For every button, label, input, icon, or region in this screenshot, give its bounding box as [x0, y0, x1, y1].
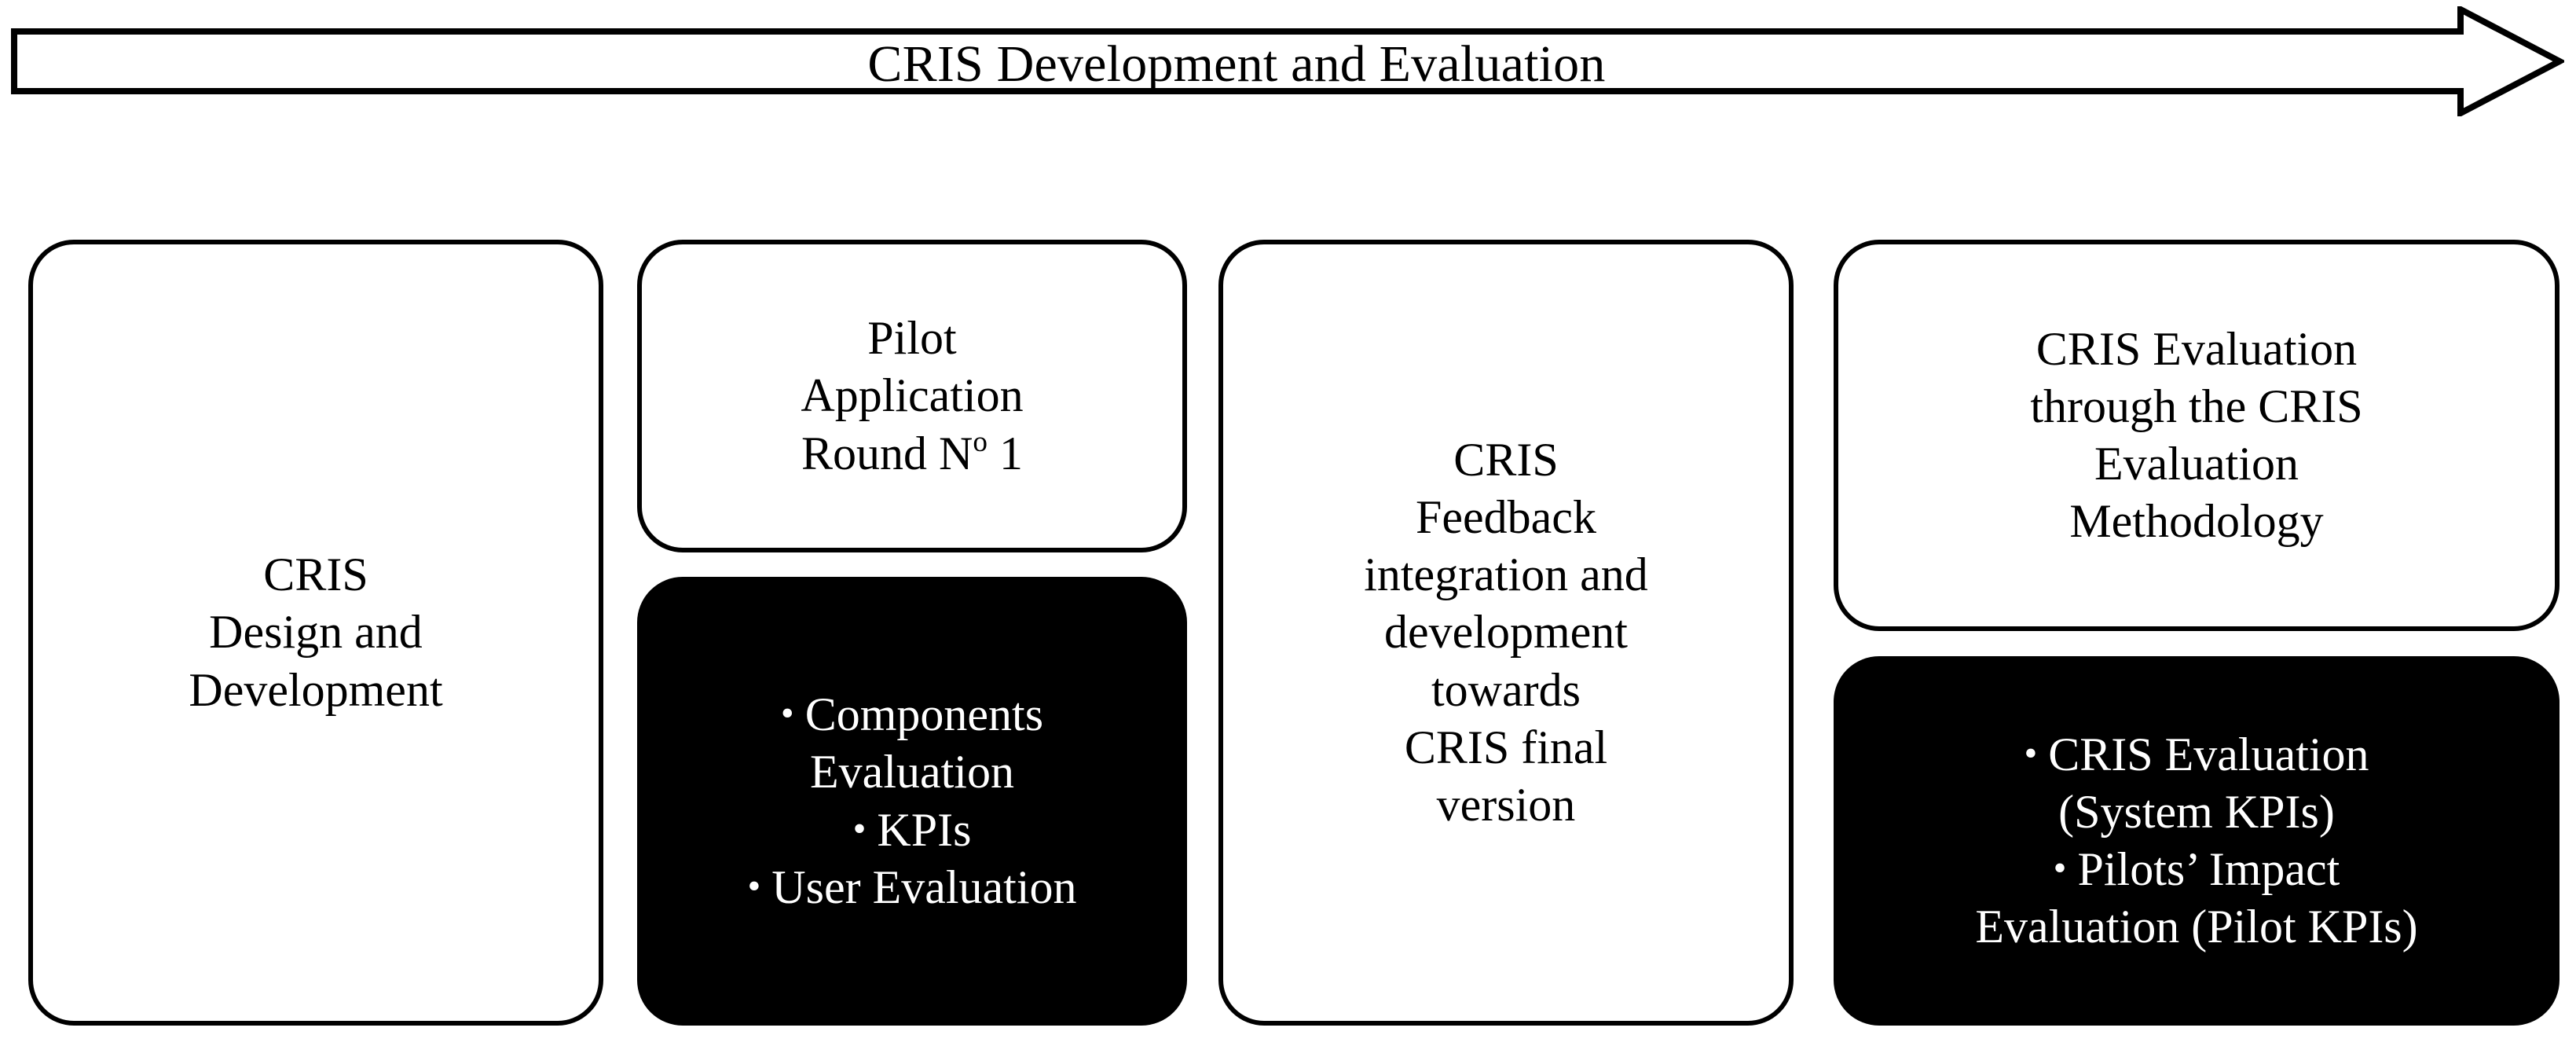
- stage-box-cris-evaluation-methodology[interactable]: CRIS Evaluation through the CRIS Evaluat…: [1834, 240, 2560, 631]
- list-item: •KPIs: [659, 802, 1165, 859]
- list-item-label: CRIS Evaluation (System KPIs): [2048, 728, 2369, 838]
- arrow-outline: [11, 6, 2564, 116]
- stage-box-pilot-round-1-activities[interactable]: •Components Evaluation •KPIs •User Evalu…: [637, 577, 1187, 1026]
- arrow-title-label: CRIS Development and Evaluation: [867, 35, 1606, 93]
- list-item-label: Components Evaluation: [804, 688, 1044, 798]
- list-item-label: KPIs: [877, 803, 972, 856]
- stage-box-text: CRIS Feedback integration and developmen…: [1364, 433, 1648, 831]
- list-item-label: User Evaluation: [771, 861, 1077, 913]
- stage-box-cris-design-development[interactable]: CRIS Design and Development: [28, 240, 603, 1026]
- pilot-line-3-superscript: o: [973, 425, 988, 458]
- list-item-label: Pilots’ Impact Evaluation (Pilot KPIs): [1975, 843, 2418, 953]
- pilot-line-3-suffix: 1: [987, 427, 1023, 479]
- list-item: •User Evaluation: [659, 859, 1165, 916]
- stage-box-cris-feedback-integration[interactable]: CRIS Feedback integration and developmen…: [1218, 240, 1794, 1026]
- stage-box-text: CRIS Design and Development: [189, 549, 443, 716]
- bullet-icon: •: [852, 807, 867, 850]
- stage-box-text: CRIS Evaluation through the CRIS Evaluat…: [2030, 322, 2363, 548]
- pilot-line-3-prefix: Round N: [801, 427, 973, 479]
- bullet-icon: •: [780, 692, 794, 735]
- pilot-line-2: Application: [801, 369, 1024, 422]
- activity-bullet-list: •Components Evaluation •KPIs •User Evalu…: [642, 686, 1182, 916]
- arrow-shape: [11, 6, 2564, 116]
- list-item: •Components Evaluation: [659, 686, 1165, 801]
- process-arrow-banner: CRIS Development and Evaluation: [11, 6, 2564, 116]
- bullet-icon: •: [747, 864, 761, 907]
- bullet-icon: •: [2053, 847, 2067, 890]
- activity-bullet-list: •CRIS Evaluation (System KPIs) •Pilots’ …: [1838, 726, 2555, 956]
- bullet-icon: •: [2024, 732, 2038, 774]
- stage-box-cris-evaluation-activities[interactable]: •CRIS Evaluation (System KPIs) •Pilots’ …: [1834, 656, 2560, 1026]
- pilot-line-1: Pilot: [867, 312, 957, 365]
- list-item: •Pilots’ Impact Evaluation (Pilot KPIs): [1856, 841, 2538, 956]
- list-item: •CRIS Evaluation (System KPIs): [1856, 726, 2538, 841]
